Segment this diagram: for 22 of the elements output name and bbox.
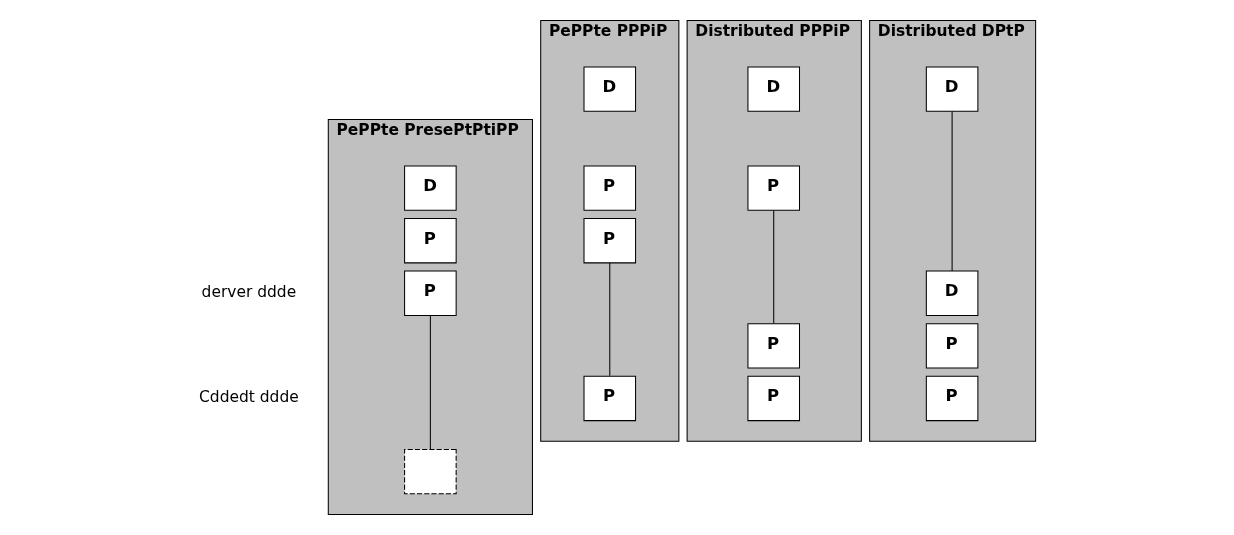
node-box: D: [925, 270, 979, 316]
connector: [609, 262, 611, 377]
label: derver ddde: [201, 282, 297, 301]
node-box: P: [583, 375, 637, 422]
node-box: P: [925, 375, 979, 422]
node-box: P: [404, 270, 457, 316]
node-box: P: [747, 323, 800, 369]
connector: [951, 110, 953, 272]
node-box: P: [583, 218, 637, 264]
node-box: D: [404, 165, 457, 211]
node-box: P: [583, 165, 637, 211]
connector: [429, 315, 431, 450]
node-box: P: [747, 165, 800, 211]
label: Cddedt ddde: [199, 388, 299, 407]
node-box: P: [747, 375, 800, 422]
node-box: [404, 448, 457, 495]
node-box: D: [747, 66, 800, 112]
node-box: D: [583, 66, 637, 112]
node-box: D: [925, 66, 979, 112]
node-box: P: [404, 218, 457, 264]
node-box: P: [925, 323, 979, 369]
connector: [773, 209, 775, 324]
